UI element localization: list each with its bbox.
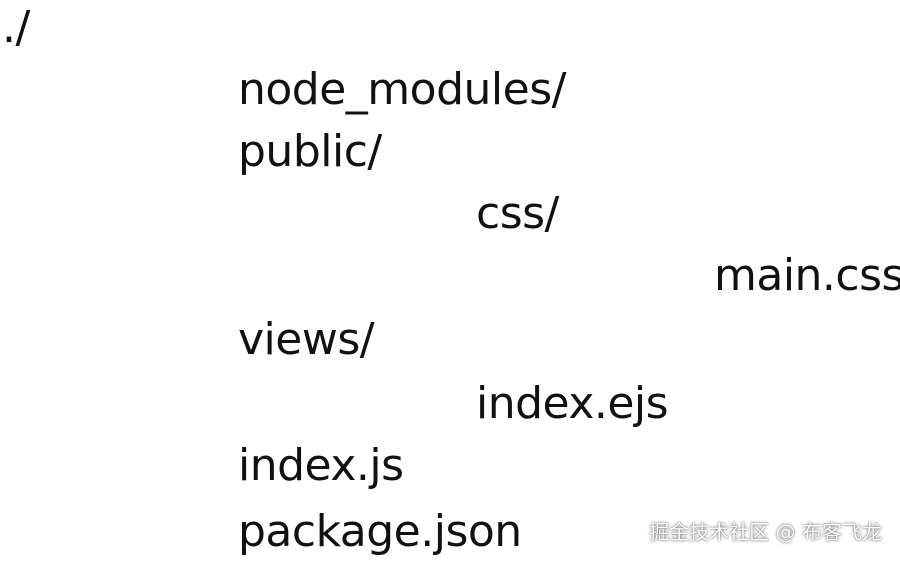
- tree-index-ejs: index.ejs: [476, 378, 669, 429]
- tree-package-json: package.json: [238, 506, 522, 557]
- tree-node-modules: node_modules/: [238, 64, 566, 115]
- tree-public: public/: [238, 126, 382, 177]
- watermark: 掘金技术社区 @ 布客飞龙: [649, 520, 882, 544]
- tree-index-js: index.js: [238, 440, 404, 491]
- tree-css: css/: [476, 188, 559, 239]
- tree-root: ./: [2, 2, 30, 53]
- tree-main-css: main.css: [714, 250, 900, 301]
- tree-views: views/: [238, 314, 375, 365]
